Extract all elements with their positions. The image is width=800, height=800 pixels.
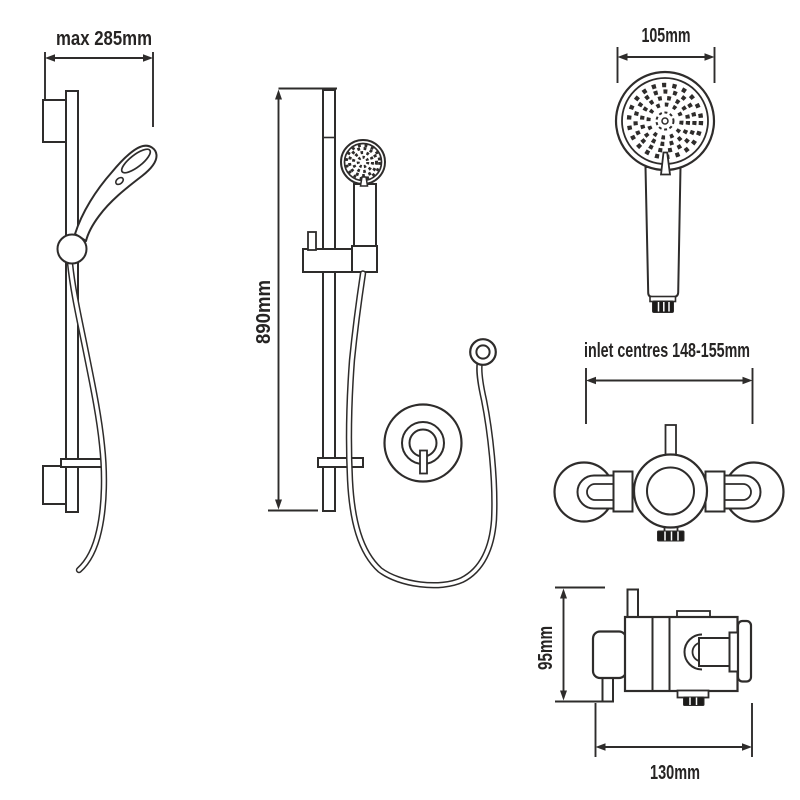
- dimension-inlet-centres: inlet centres 148-155mm: [584, 340, 754, 424]
- valve-body-hub: [646, 466, 695, 516]
- flow-handle-stem: [698, 637, 731, 667]
- dim-label-rail-height: 890mm: [253, 280, 275, 344]
- inlet-connector-left: [612, 470, 634, 513]
- handset-clip-nub: [114, 176, 125, 186]
- arrow-right-icon: [742, 376, 753, 385]
- mixer-valve-front: [383, 403, 463, 483]
- arrow-left-icon: [586, 376, 596, 385]
- handset-holder: [351, 245, 378, 273]
- slider-holder: [56, 233, 88, 265]
- arrow-left-icon: [595, 743, 606, 751]
- valve-top-peg: [626, 588, 639, 619]
- dimension-handset-diameter: 105mm: [616, 25, 716, 83]
- valve-side-view: 95mm 130mm: [535, 586, 753, 784]
- arrow-left-icon: [617, 53, 628, 61]
- outlet-connector-nut: [657, 530, 685, 542]
- spray-pattern: [626, 82, 704, 160]
- valve-front-view: inlet centres 148-155mm: [553, 340, 785, 542]
- rail-side-view: max 285mm: [42, 28, 158, 574]
- slider-bracket: [302, 248, 359, 273]
- inlet-union-left-bore: [586, 483, 615, 501]
- flow-handle-cap: [736, 619, 753, 683]
- spray-selector-tab: [659, 151, 672, 176]
- dimension-max-width: max 285mm: [44, 28, 154, 127]
- handset-head-face: [614, 70, 716, 176]
- valve-lever: [419, 449, 428, 475]
- bracket-peg: [307, 231, 317, 251]
- flow-handle-plate: [728, 631, 739, 673]
- shower-hose: [66, 259, 108, 574]
- dim-label-inlet-centres: inlet centres 148-155mm: [584, 340, 750, 362]
- handset-profile: [74, 144, 158, 242]
- arrow-right-icon: [742, 743, 752, 751]
- arrow-up-icon: [560, 588, 567, 599]
- dim-label-valve-width: 130mm: [650, 762, 700, 784]
- dimension-valve-height: 95mm: [535, 586, 605, 703]
- arrow-down-icon: [560, 690, 567, 701]
- bracket-bar: [60, 458, 106, 468]
- wall-bracket-top: [42, 99, 67, 143]
- dimension-valve-width: 130mm: [594, 703, 753, 784]
- handset-detail-view: 105mm: [614, 25, 716, 313]
- bracket-bar: [317, 457, 364, 468]
- outlet-step: [676, 689, 710, 699]
- valve-bottom-peg: [601, 675, 614, 703]
- handset-face-rim: [120, 148, 152, 174]
- valve-top-tab: [664, 424, 677, 457]
- arrow-right-icon: [143, 54, 153, 62]
- wall-bracket-bottom: [42, 465, 67, 505]
- hose-connector-nut: [652, 300, 674, 313]
- outlet-elbow-bore: [475, 344, 491, 360]
- handset-head-front: [340, 139, 386, 187]
- arrow-right-icon: [704, 53, 715, 61]
- outlet-connector-nut: [683, 696, 705, 706]
- arrow-up-icon: [275, 89, 282, 100]
- spray-pattern: [345, 144, 381, 180]
- dim-label-max-width: max 285mm: [56, 28, 152, 50]
- handset-handle: [353, 183, 377, 249]
- dim-label-handset-diameter: 105mm: [642, 25, 691, 47]
- shower-hose: [345, 270, 498, 589]
- handset-handle: [644, 166, 682, 298]
- temperature-knob: [591, 630, 628, 680]
- inlet-union-right-bore: [723, 483, 752, 501]
- inlet-connector-right: [704, 470, 726, 513]
- slide-rail: [322, 89, 336, 512]
- spray-selector-tab: [359, 176, 369, 187]
- arrow-left-icon: [45, 54, 55, 62]
- dim-label-valve-height: 95mm: [535, 626, 557, 670]
- arrow-down-icon: [275, 499, 282, 510]
- dimension-rail-height: 890mm: [253, 87, 337, 512]
- rail-front-view: 890mm: [253, 87, 498, 589]
